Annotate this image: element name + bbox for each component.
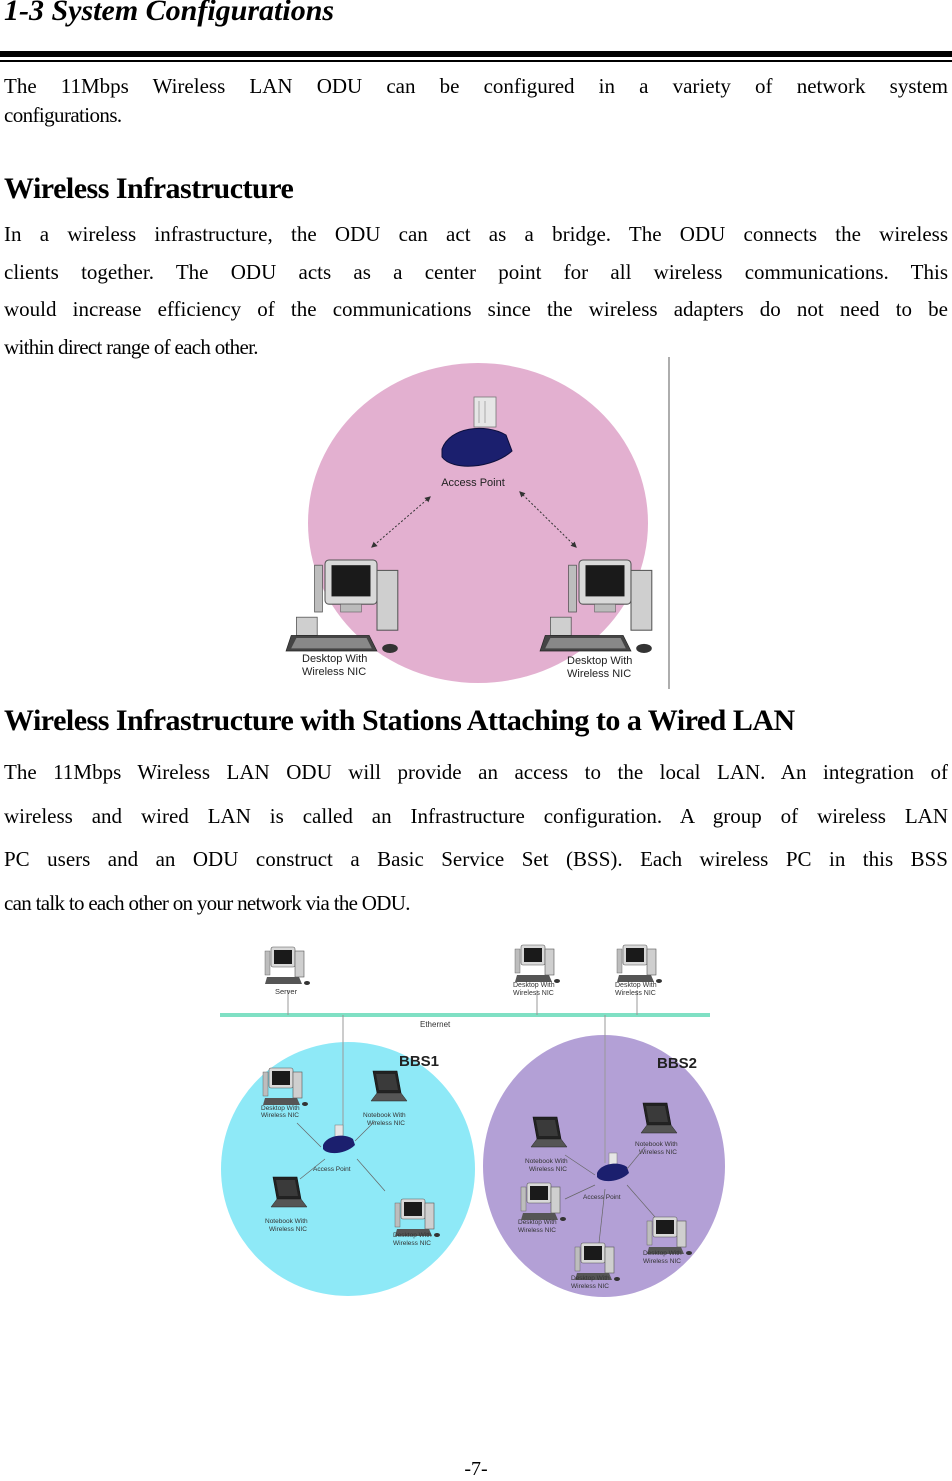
bss2-access-point-label: Access Point [583, 1194, 621, 1201]
bss2-notebook-2-label-2: Wireless NIC [639, 1149, 677, 1156]
text-line: The 11Mbps Wireless LAN ODU will provide… [4, 760, 948, 784]
ethernet-backbone [220, 1013, 710, 1017]
title-rule-thin [0, 60, 952, 62]
bss1-notebook-2-label-1: Notebook With [265, 1218, 308, 1225]
bss1-desktop-2-label-1: Desktop With [393, 1232, 432, 1239]
bss1-label: BBS1 [399, 1053, 439, 1070]
text-line: In a wireless infrastructure, the ODU ca… [4, 222, 948, 246]
bss2-desktop-3-label-1: Desktop With [571, 1275, 610, 1282]
bss1-desktop-label-1: Desktop With [261, 1105, 300, 1112]
top-desktop-2-label-2: Wireless NIC [615, 990, 656, 997]
title-rule-thick [0, 51, 952, 57]
bss1-desktop-2-label-2: Wireless NIC [393, 1240, 431, 1247]
bss1-link [296, 1122, 322, 1148]
top-desktop-2-icon [616, 944, 663, 984]
link-arrow-left [371, 496, 431, 548]
bss2-label: BBS2 [657, 1055, 697, 1072]
bss1-desktop-label-2: Wireless NIC [261, 1112, 299, 1119]
intro-paragraph: The 11Mbps Wireless LAN ODU can be confi… [4, 72, 948, 130]
paragraph-wired-lan: The 11Mbps Wireless LAN ODU will provide… [4, 751, 948, 925]
infrastructure-diagram: Access Point Desktop With Wireless NIC D… [285, 357, 670, 689]
bss1-notebook-label-1: Notebook With [363, 1112, 406, 1119]
text-line: wireless and wired LAN is called an Infr… [4, 803, 948, 828]
access-point-icon [441, 396, 513, 467]
text-line: PC users and an ODU construct a Basic Se… [4, 847, 948, 871]
bss2-desktop-2-label-1: Desktop With [643, 1250, 682, 1257]
bss2-desktop-label-2: Wireless NIC [518, 1227, 556, 1234]
bss1-link [299, 1158, 326, 1180]
link-arrow-right [519, 491, 577, 548]
intro-line-1: The 11Mbps Wireless LAN ODU can be confi… [4, 74, 948, 98]
bss2-desktop-2-label-2: Wireless NIC [643, 1258, 681, 1265]
top-desktop-2-label-1: Desktop With [615, 982, 657, 989]
bss1-notebook-label-2: Wireless NIC [367, 1120, 405, 1127]
bss2-link [598, 1188, 606, 1244]
text-line: clients together. The ODU acts as a cent… [4, 259, 948, 284]
desktop-right-label-2: Wireless NIC [567, 668, 631, 680]
page-number: -7- [464, 1458, 488, 1480]
desktop-left-label-2: Wireless NIC [302, 666, 366, 678]
bss1-notebook-2-label-2: Wireless NIC [269, 1226, 307, 1233]
bss2-link [626, 1146, 646, 1170]
access-point-label: Access Point [441, 477, 505, 489]
bss2-desktop-label-1: Desktop With [518, 1219, 557, 1226]
heading-wired-lan: Wireless Infrastructure with Stations At… [4, 704, 795, 737]
bss2-notebook-label-1: Notebook With [525, 1158, 568, 1165]
ethernet-label: Ethernet [420, 1020, 451, 1029]
wired-lan-diagram: Ethernet Server Desktop With Wireless NI… [220, 944, 725, 1297]
section-title: 1-3 System Configurations [4, 0, 335, 27]
server-label: Server [275, 987, 298, 996]
bss1-link [356, 1158, 386, 1192]
top-desktop-1-label-2: Wireless NIC [513, 990, 554, 997]
bss2-notebook-label-2: Wireless NIC [529, 1166, 567, 1173]
top-desktop-1-label-1: Desktop With [513, 982, 555, 989]
bss2-link [626, 1184, 656, 1218]
intro-line-2: configurations. [4, 103, 122, 127]
desktop-left-label-1: Desktop With [302, 653, 367, 665]
server-icon [264, 946, 311, 986]
bss2-link [564, 1184, 596, 1200]
bss1-link [354, 1120, 376, 1142]
bss2-notebook-2-label-1: Notebook With [635, 1141, 678, 1148]
text-line: can talk to each other on your network v… [4, 890, 410, 915]
text-line: within direct range of each other. [4, 334, 258, 359]
text-line: would increase efficiency of the communi… [4, 297, 948, 321]
bss2-link [564, 1154, 596, 1176]
bss1-access-point-label: Access Point [313, 1166, 351, 1173]
top-desktop-1-icon [514, 944, 561, 984]
paragraph-wireless-infrastructure: In a wireless infrastructure, the ODU ca… [4, 216, 948, 366]
desktop-right-label-1: Desktop With [567, 655, 632, 667]
heading-wireless-infrastructure: Wireless Infrastructure [4, 172, 294, 205]
bss2-desktop-3-label-2: Wireless NIC [571, 1283, 609, 1290]
